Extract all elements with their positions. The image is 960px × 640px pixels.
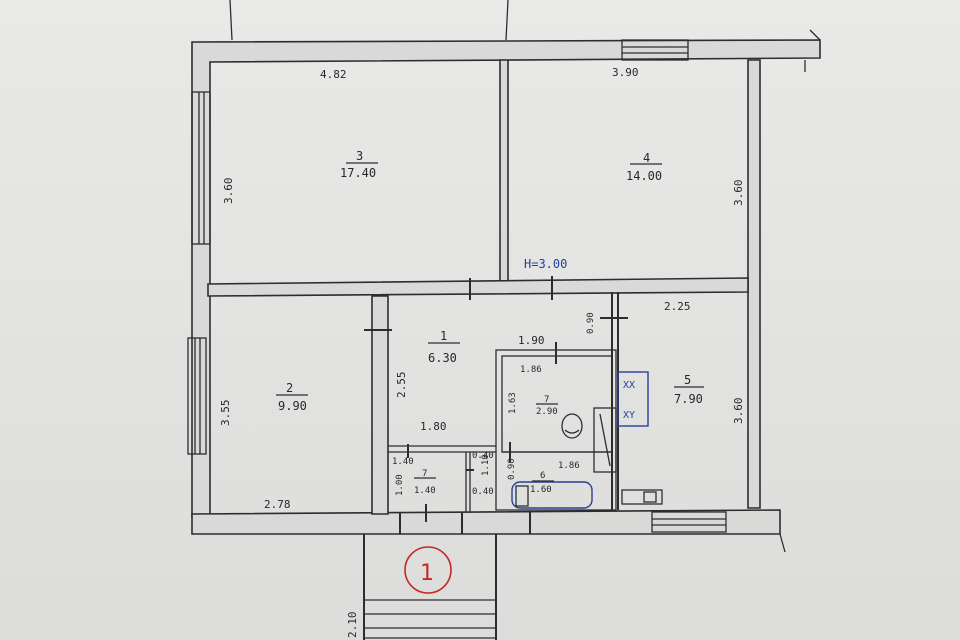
dim-room2-width: 2.78 xyxy=(264,498,291,511)
bath-number: 6 xyxy=(540,471,545,481)
dim-closet-height: 1.00 xyxy=(395,474,405,496)
dim-bath-width: 1.86 xyxy=(558,461,580,471)
exterior-walls xyxy=(191,0,821,553)
room1-area: 6.30 xyxy=(428,351,457,365)
kitchen-mark-top: XX xyxy=(623,380,635,391)
dim-room2-height: 3.55 xyxy=(219,400,232,427)
dim-room1-height: 2.55 xyxy=(395,372,408,399)
dim-wc-width: 1.90 xyxy=(518,334,545,347)
room1-number: 1 xyxy=(440,329,447,343)
room4-area: 14.00 xyxy=(626,169,662,183)
dim-room3-width: 4.82 xyxy=(320,68,347,81)
entrance-marker: 1 xyxy=(404,546,452,594)
room4-number: 4 xyxy=(643,151,650,165)
room5-number: 5 xyxy=(684,373,691,387)
dim-bath-height: 0.90 xyxy=(507,458,517,480)
stove-icon xyxy=(621,489,663,505)
room3-number: 3 xyxy=(356,149,363,163)
dim-wc-inner: 1.86 xyxy=(520,365,542,375)
bath-area: 1.60 xyxy=(530,485,552,495)
bathtub-icon xyxy=(511,481,593,509)
radiator-icon xyxy=(593,407,617,473)
kitchen-sink-box xyxy=(617,371,649,427)
entrance-marker-label: 1 xyxy=(420,561,434,586)
dim-room3-height: 3.60 xyxy=(222,178,235,205)
dim-room5-top: 2.25 xyxy=(664,300,691,313)
fixtures xyxy=(511,371,663,509)
windows xyxy=(187,39,727,533)
wc-number: 7 xyxy=(544,395,549,405)
dim-small-w2: 0.40 xyxy=(472,487,494,497)
kitchen-mark-bottom: XY xyxy=(623,410,635,421)
room5-area: 7.90 xyxy=(674,392,703,406)
wc-area: 2.90 xyxy=(536,407,558,417)
dim-room5-height: 3.60 xyxy=(732,398,745,425)
dim-small-w1: 0.40 xyxy=(472,451,494,461)
dim-room1-width: 1.80 xyxy=(420,420,447,433)
dim-room4-height: 3.60 xyxy=(732,180,745,207)
entrance-stair xyxy=(363,534,497,640)
dim-small-h: 1.10 xyxy=(481,454,491,476)
closet-area: 1.40 xyxy=(414,486,436,496)
room2-number: 2 xyxy=(286,381,293,395)
room2-area: 9.90 xyxy=(278,399,307,413)
room3-area: 17.40 xyxy=(340,166,376,180)
dim-closet-width: 1.40 xyxy=(392,457,414,467)
dim-wc-height: 1.63 xyxy=(508,392,518,414)
dim-stair-length: 2.10 xyxy=(346,612,359,639)
dim-hall-top: 0.90 xyxy=(586,312,596,334)
toilet-icon xyxy=(561,413,583,439)
ceiling-height-label: H=3.00 xyxy=(524,257,567,271)
dim-room4-width: 3.90 xyxy=(612,66,639,79)
closet-number: 7 xyxy=(422,469,427,479)
interior-walls xyxy=(207,59,749,534)
